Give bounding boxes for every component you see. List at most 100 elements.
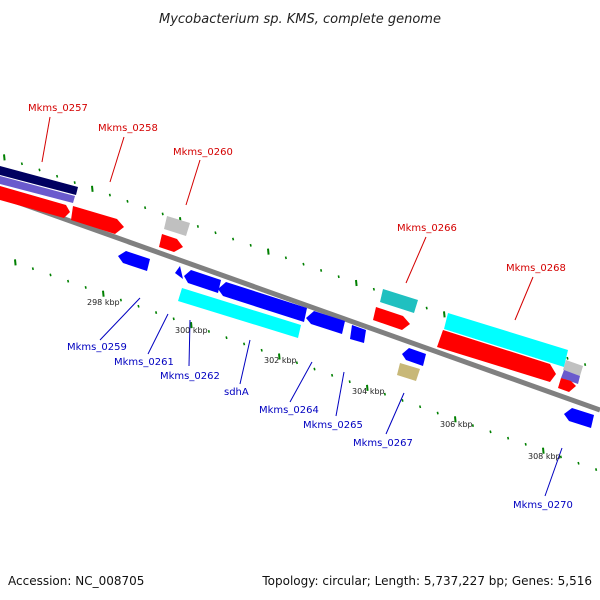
reverse-tick-mark (67, 279, 70, 283)
forward-tick-mark (20, 162, 23, 166)
reverse-tick-mark (207, 330, 210, 333)
gene-purple-feature-7[interactable] (561, 370, 580, 384)
gene-red-feature-5[interactable] (373, 307, 410, 330)
scale-label-306: 306 kbp (440, 420, 473, 429)
reverse-tick-mark (331, 373, 334, 377)
forward-tick-mark (584, 363, 587, 366)
forward-tick-mark (56, 174, 59, 178)
scale-labels: 298 kbp 300 kbp 302 kbp 304 kbp 306 kbp … (87, 298, 561, 461)
reverse-tick-mark (313, 367, 316, 371)
forward-tick-mark (284, 256, 287, 260)
forward-tick-mark (443, 311, 446, 318)
scale-label-304: 304 kbp (352, 387, 385, 396)
reverse-tick-mark (225, 336, 228, 340)
reverse-tick-track (14, 259, 598, 471)
reverse-tick-mark (278, 353, 281, 360)
forward-tick-mark (302, 262, 305, 266)
forward-tick-mark (249, 243, 252, 247)
gene-mkms-0261-feature[interactable] (175, 266, 183, 279)
gene-sdha-feature[interactable] (306, 311, 345, 334)
gene-mkms-0262-feature[interactable] (178, 288, 301, 338)
reverse-tick-mark (366, 384, 369, 391)
gene-mkms-0266-feature[interactable] (380, 289, 418, 313)
scale-label-308: 308 kbp (528, 452, 561, 461)
forward-tick-mark (425, 306, 428, 310)
gene-label-mkms-0258[interactable]: Mkms_0258 (98, 123, 158, 134)
scale-label-300: 300 kbp (175, 326, 208, 335)
gene-mkms-0257-sub-feature[interactable] (0, 176, 75, 203)
forward-tick-mark (320, 269, 323, 272)
gene-label-mkms-0264[interactable]: Mkms_0264 (259, 405, 319, 416)
forward-tick-mark (126, 199, 129, 203)
gene-red-feature-6[interactable] (437, 330, 556, 382)
gene-grey-feature-7[interactable] (563, 360, 583, 376)
accession-text: Accession: NC_008705 (8, 574, 144, 588)
gene-label-mkms-0268[interactable]: Mkms_0268 (506, 263, 566, 274)
gene-label-mkms-0260[interactable]: Mkms_0260 (173, 147, 233, 158)
reverse-tick-mark (348, 380, 351, 384)
genome-summary-text: Topology: circular; Length: 5,737,227 bp… (261, 574, 592, 588)
reverse-tick-mark (489, 430, 492, 434)
forward-tick-mark (161, 212, 164, 216)
gene-mkms-0260-feature[interactable] (164, 216, 190, 236)
gene-mkms-0267-feature[interactable] (397, 363, 420, 381)
gene-mkms-0264-feature[interactable] (350, 325, 366, 343)
reverse-tick-mark (14, 259, 17, 266)
reverse-tick-mark (49, 273, 52, 277)
forward-tick-mark (267, 248, 270, 255)
gene-label-mkms-0262[interactable]: Mkms_0262 (160, 371, 220, 382)
reverse-tick-mark (295, 361, 298, 365)
forward-tick-mark (38, 168, 41, 172)
gene-mkms-0257-feature[interactable] (0, 166, 78, 195)
reverse-tick-mark (559, 455, 562, 459)
gene-label-mkms-0261[interactable]: Mkms_0261 (114, 357, 174, 368)
gene-mkms-0268-feature[interactable] (444, 313, 568, 367)
reverse-tick-mark (102, 290, 105, 297)
forward-tick-mark (73, 181, 76, 184)
gene-label-mkms-0270[interactable]: Mkms_0270 (513, 500, 573, 511)
gene-label-mkms-0259[interactable]: Mkms_0259 (67, 342, 127, 353)
reverse-tick-mark (84, 286, 87, 289)
forward-tick-mark (355, 279, 358, 287)
reverse-tick-mark (137, 304, 140, 308)
gene-label-sdha[interactable]: sdhA (224, 387, 249, 398)
gene-label-mkms-0257[interactable]: Mkms_0257 (28, 103, 88, 114)
reverse-tick-mark (31, 267, 34, 271)
reverse-tick-mark (419, 405, 422, 409)
gene-label-mkms-0266[interactable]: Mkms_0266 (397, 223, 457, 234)
gene-label-mkms-0267[interactable]: Mkms_0267 (353, 438, 413, 449)
forward-tick-mark (196, 225, 199, 228)
gene-label-mkms-0265[interactable]: Mkms_0265 (303, 420, 363, 431)
gene-blue-feature-4[interactable] (218, 282, 307, 322)
reverse-tick-mark (524, 442, 527, 446)
reverse-tick-mark (577, 461, 580, 465)
reverse-tick-mark (436, 411, 439, 415)
forward-tick-mark (214, 231, 217, 235)
forward-tick-mark (566, 356, 569, 360)
reverse-tick-mark (155, 311, 158, 314)
forward-tick-mark (3, 154, 6, 161)
reverse-tick-mark (507, 436, 510, 440)
reverse-tick-mark (595, 468, 598, 471)
forward-tick-mark (144, 206, 147, 210)
reverse-tick-mark (454, 416, 457, 423)
gene-mkms-0259-feature[interactable] (118, 251, 150, 271)
reverse-tick-mark (260, 348, 263, 352)
gene-red-feature-8[interactable] (558, 378, 576, 392)
reverse-tick-mark (190, 322, 193, 329)
gene-red-feature-1[interactable] (0, 186, 70, 218)
genome-backbone (0, 193, 600, 413)
scale-label-302: 302 kbp (264, 356, 297, 365)
reverse-tick-mark (243, 342, 246, 346)
gene-blue-feature-3[interactable] (184, 270, 221, 293)
gene-mkms-0265-feature[interactable] (402, 348, 426, 366)
reverse-tick-mark (119, 298, 122, 302)
reverse-tick-mark (471, 424, 474, 427)
forward-gene-labels: Mkms_0257 Mkms_0258 Mkms_0260 Mkms_0266 … (28, 103, 566, 274)
gene-mkms-0270-feature[interactable] (564, 408, 594, 428)
gene-red-feature-2[interactable] (159, 234, 183, 252)
map-title: Mycobacterium sp. KMS, complete genome (159, 12, 441, 27)
gene-mkms-0258-feature[interactable] (71, 206, 124, 234)
